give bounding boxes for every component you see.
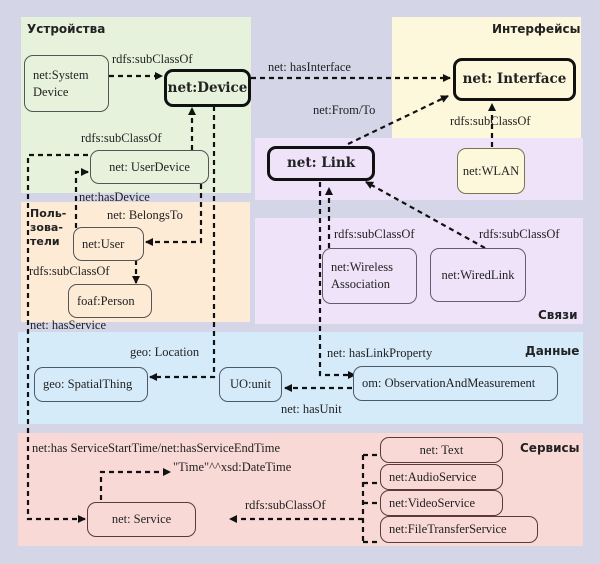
node-device[interactable]: net:Device: [164, 69, 251, 107]
label-wired-subclass: rdfs:subClassOf: [479, 227, 560, 241]
label-time-literal: "Time"^^xsd:DateTime: [173, 460, 292, 474]
label-location: geo: Location: [130, 345, 200, 359]
node-video-service[interactable]: net:VideoService: [380, 490, 503, 516]
label-sys-subclass: rdfs:subClassOf: [112, 52, 193, 66]
region-title-users: Поль- зова- тели: [30, 207, 66, 249]
node-text[interactable]: net: Text: [380, 437, 503, 463]
node-wireless-line1: net:Wireless: [331, 260, 393, 274]
region-title-services: Сервисы: [520, 441, 580, 455]
node-link[interactable]: net: Link: [267, 146, 375, 181]
label-belongs-to: net: BelongsTo: [107, 208, 183, 222]
region-title-users-line2: зова-: [30, 221, 63, 234]
node-file-transfer-service[interactable]: net:FileTransferService: [380, 516, 538, 543]
node-audio-service[interactable]: net:AudioService: [380, 464, 503, 490]
node-observation[interactable]: om: ObservationAndMeasurement: [353, 366, 558, 401]
label-wireless-subclass: rdfs:subClassOf: [334, 227, 415, 241]
label-person-subclass: rdfs:subClassOf: [29, 264, 110, 278]
node-wireless-line2: Association: [331, 277, 391, 291]
node-user-device[interactable]: net: UserDevice: [90, 150, 209, 184]
label-link-property: net: hasLinkProperty: [327, 346, 433, 360]
label-wlan-subclass: rdfs:subClassOf: [450, 114, 531, 128]
region-title-users-line1: Поль-: [30, 207, 67, 220]
region-title-data: Данные: [525, 344, 580, 358]
node-service[interactable]: net: Service: [87, 502, 196, 537]
node-wired-link[interactable]: net:WiredLink: [430, 248, 526, 302]
label-has-service: net: hasService: [30, 318, 107, 332]
node-wlan[interactable]: net:WLAN: [457, 148, 525, 194]
node-spatial-thing[interactable]: geo: SpatialThing: [34, 367, 148, 402]
node-system-device-line2: Device: [33, 84, 69, 99]
label-has-unit: net: hasUnit: [281, 402, 342, 416]
node-unit[interactable]: UO:unit: [219, 367, 282, 402]
node-interface[interactable]: net: Interface: [453, 58, 576, 101]
label-from-to: net:From/To: [313, 103, 376, 117]
label-userdevice-subclass: rdfs:subClassOf: [81, 131, 162, 145]
node-system-device-line1: net:System: [33, 67, 89, 82]
region-title-links: Связи: [538, 308, 578, 322]
label-service-subclass: rdfs:subClassOf: [245, 498, 326, 512]
node-user[interactable]: net:User: [73, 227, 144, 261]
region-title-devices: Устройства: [27, 22, 106, 36]
region-title-interfaces: Интерфейсы: [492, 22, 581, 36]
region-title-users-line3: тели: [30, 235, 60, 248]
label-service-time: net:has ServiceStartTime/net:hasServiceE…: [32, 441, 280, 455]
node-system-device[interactable]: net:System Device: [24, 55, 109, 112]
node-person[interactable]: foaf:Person: [68, 284, 152, 318]
label-has-interface: net: hasInterface: [268, 60, 351, 74]
node-wireless-association[interactable]: net:Wireless Association: [322, 248, 417, 304]
label-has-device: net:hasDevice: [79, 190, 150, 204]
